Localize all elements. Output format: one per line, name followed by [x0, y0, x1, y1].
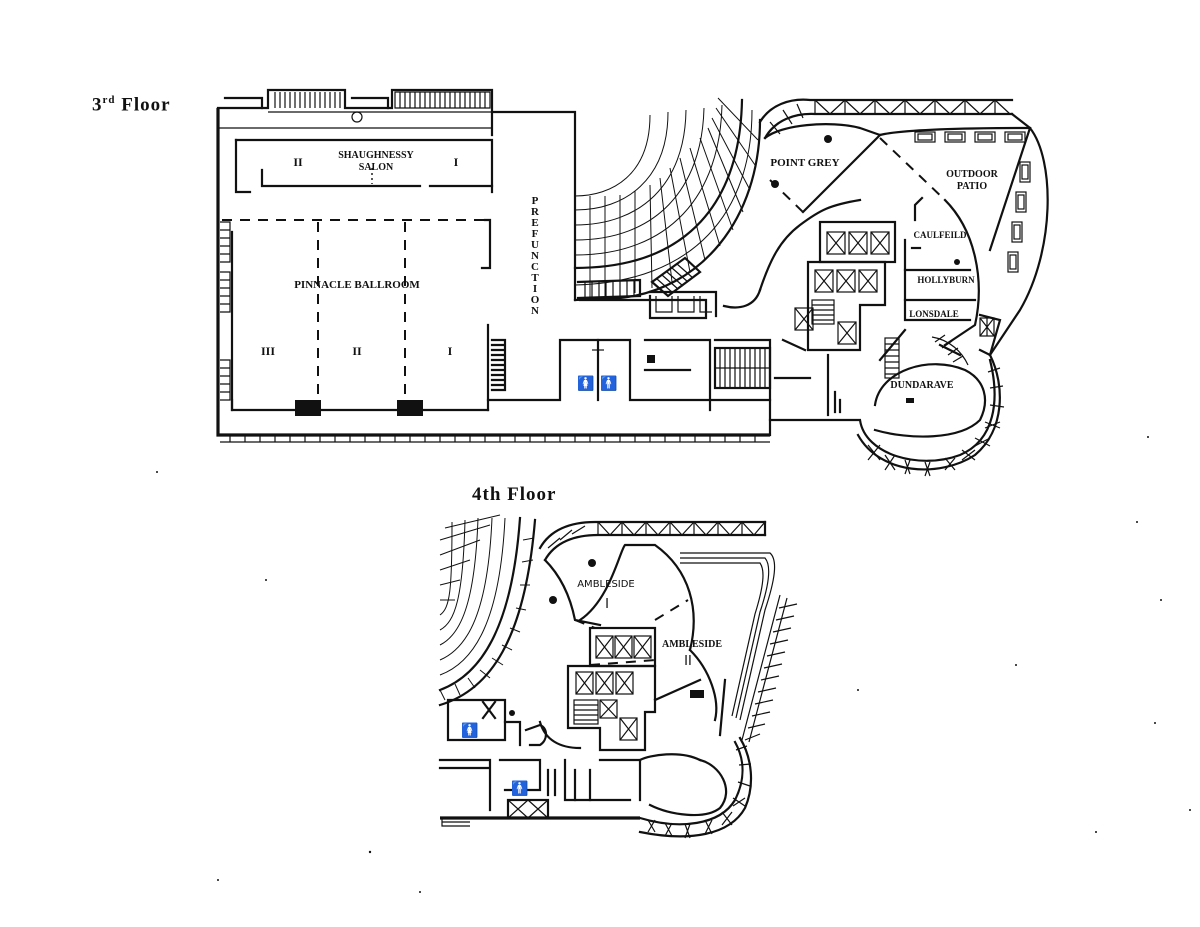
east-wing-outer-wall: [763, 123, 1049, 357]
elevator-icon: [599, 699, 618, 719]
prefunction-letter: U: [531, 239, 539, 251]
ambleside-ii-label: AMBLESIDE: [662, 639, 722, 650]
hollyburn-label: HOLLYBURN: [917, 275, 975, 285]
stairs-icon: [506, 798, 550, 820]
caulfeild-label: CAULFEILD: [913, 230, 967, 240]
elevator-icon: [794, 307, 814, 331]
third-floor-title-superscript: rd: [102, 94, 116, 106]
column-icon: [824, 135, 832, 143]
fourth-floor-elevator-bank-south: [566, 664, 657, 752]
restroom-men-icon: 🚹: [600, 375, 617, 392]
restroom-men-icon: 🚹: [511, 780, 528, 797]
prefunction-letter: F: [532, 228, 539, 240]
prefunction-letter: I: [533, 283, 537, 295]
patio-planters: [914, 131, 1031, 273]
prefunction-letter: O: [531, 294, 540, 306]
stairs-icon: [884, 337, 900, 379]
restroom-women-room: [446, 698, 507, 742]
elevator-icon: [633, 635, 652, 659]
fourth-floor-title: 4th Floor: [472, 484, 557, 505]
column-icon: [588, 559, 596, 567]
prefunction-letter: E: [531, 217, 538, 229]
fourth-floor-glass-atrium: [438, 514, 537, 707]
prefunction-label: P R E F U N C T I O N: [531, 195, 540, 317]
shaughnessy-label-line1: SHAUGHNESSY: [338, 150, 414, 161]
pinnacle-ballroom-label: PINNACLE BALLROOM: [294, 279, 420, 291]
elevator-icon: [575, 671, 594, 695]
third-floor-west-wall: [216, 108, 770, 437]
stairs-icon: [811, 299, 835, 325]
elevator-icon: [619, 717, 638, 741]
ambleside-ii-number: II: [684, 654, 692, 669]
scan-specks: [156, 436, 1191, 893]
prefunction-letter: P: [532, 195, 539, 207]
fourth-floor-plan: AMBLESIDE I AMBLESIDE II: [438, 514, 798, 839]
east-wing-north-truss: [758, 98, 1014, 140]
prefunction-letter: N: [531, 305, 539, 317]
elevator-icon: [858, 269, 878, 293]
elevator-bank-south: [794, 260, 887, 352]
elevator-icon: [870, 231, 890, 255]
column-icon: [771, 180, 779, 188]
prefunction-letter: T: [531, 272, 539, 284]
ballroom-service-door: [397, 400, 423, 416]
north-grille: [274, 91, 491, 109]
column-icon: [351, 111, 363, 123]
restroom-women-icon: 🚺: [577, 375, 594, 392]
pinnacle-section-ii: II: [352, 344, 362, 358]
outdoor-patio-label-line1: OUTDOOR: [946, 169, 998, 180]
third-floor-title-number: 3: [92, 94, 103, 116]
dundarave-rotunda: DUNDARAVE: [768, 328, 1005, 477]
elevator-icon: [595, 635, 614, 659]
prefunction-letter: C: [531, 261, 539, 273]
prefunction-east-wall: [490, 110, 577, 302]
ambleside-i-label: AMBLESIDE: [577, 579, 635, 590]
column-icon: [549, 596, 557, 604]
glass-atrium: [573, 97, 762, 302]
elevator-icon: [814, 269, 834, 293]
third-floor-title: 3rd Floor: [92, 94, 171, 116]
elevator-icon: [615, 671, 634, 695]
elevator-icon: [614, 635, 633, 659]
ballroom-service-door: [295, 400, 321, 416]
shaughnessy-salon-walls: [234, 138, 494, 194]
shaughnessy-section-i: I: [454, 155, 459, 169]
prefunction-letter: R: [531, 206, 540, 218]
elevator-icon: [595, 671, 614, 695]
dundarave-label: DUNDARAVE: [890, 380, 953, 391]
prefunction-letter: N: [531, 250, 539, 262]
elevator-icon: [826, 231, 846, 255]
pinnacle-section-i: I: [448, 344, 453, 358]
shaughnessy-label-line2: SALON: [359, 162, 394, 173]
fourth-floor-north-truss: [538, 520, 767, 562]
elevator-icon: [837, 321, 857, 345]
column-icon: [954, 259, 960, 265]
third-floor-plan: SHAUGHNESSY SALON II I PINNACLE BALLROOM…: [216, 88, 1049, 477]
elevator-bank-north: [818, 220, 897, 264]
stairs-icon: [490, 338, 507, 392]
lonsdale-label: LONSDALE: [909, 309, 959, 319]
third-floor-title-word: Floor: [121, 94, 171, 116]
stairs-icon: [573, 699, 599, 725]
restroom-women-icon: 🚺: [461, 722, 478, 739]
third-floor-north-wall: [216, 88, 494, 137]
fourth-floor-rotunda: [638, 736, 753, 839]
ambleside-i-number: I: [605, 597, 609, 612]
point-grey-label: POINT GREY: [770, 157, 839, 169]
outdoor-patio-label-line2: PATIO: [957, 181, 987, 192]
elevator-icon: [848, 231, 868, 255]
shaughnessy-section-ii: II: [293, 155, 303, 169]
pinnacle-section-iii: III: [261, 344, 275, 358]
elevator-icon: [836, 269, 856, 293]
